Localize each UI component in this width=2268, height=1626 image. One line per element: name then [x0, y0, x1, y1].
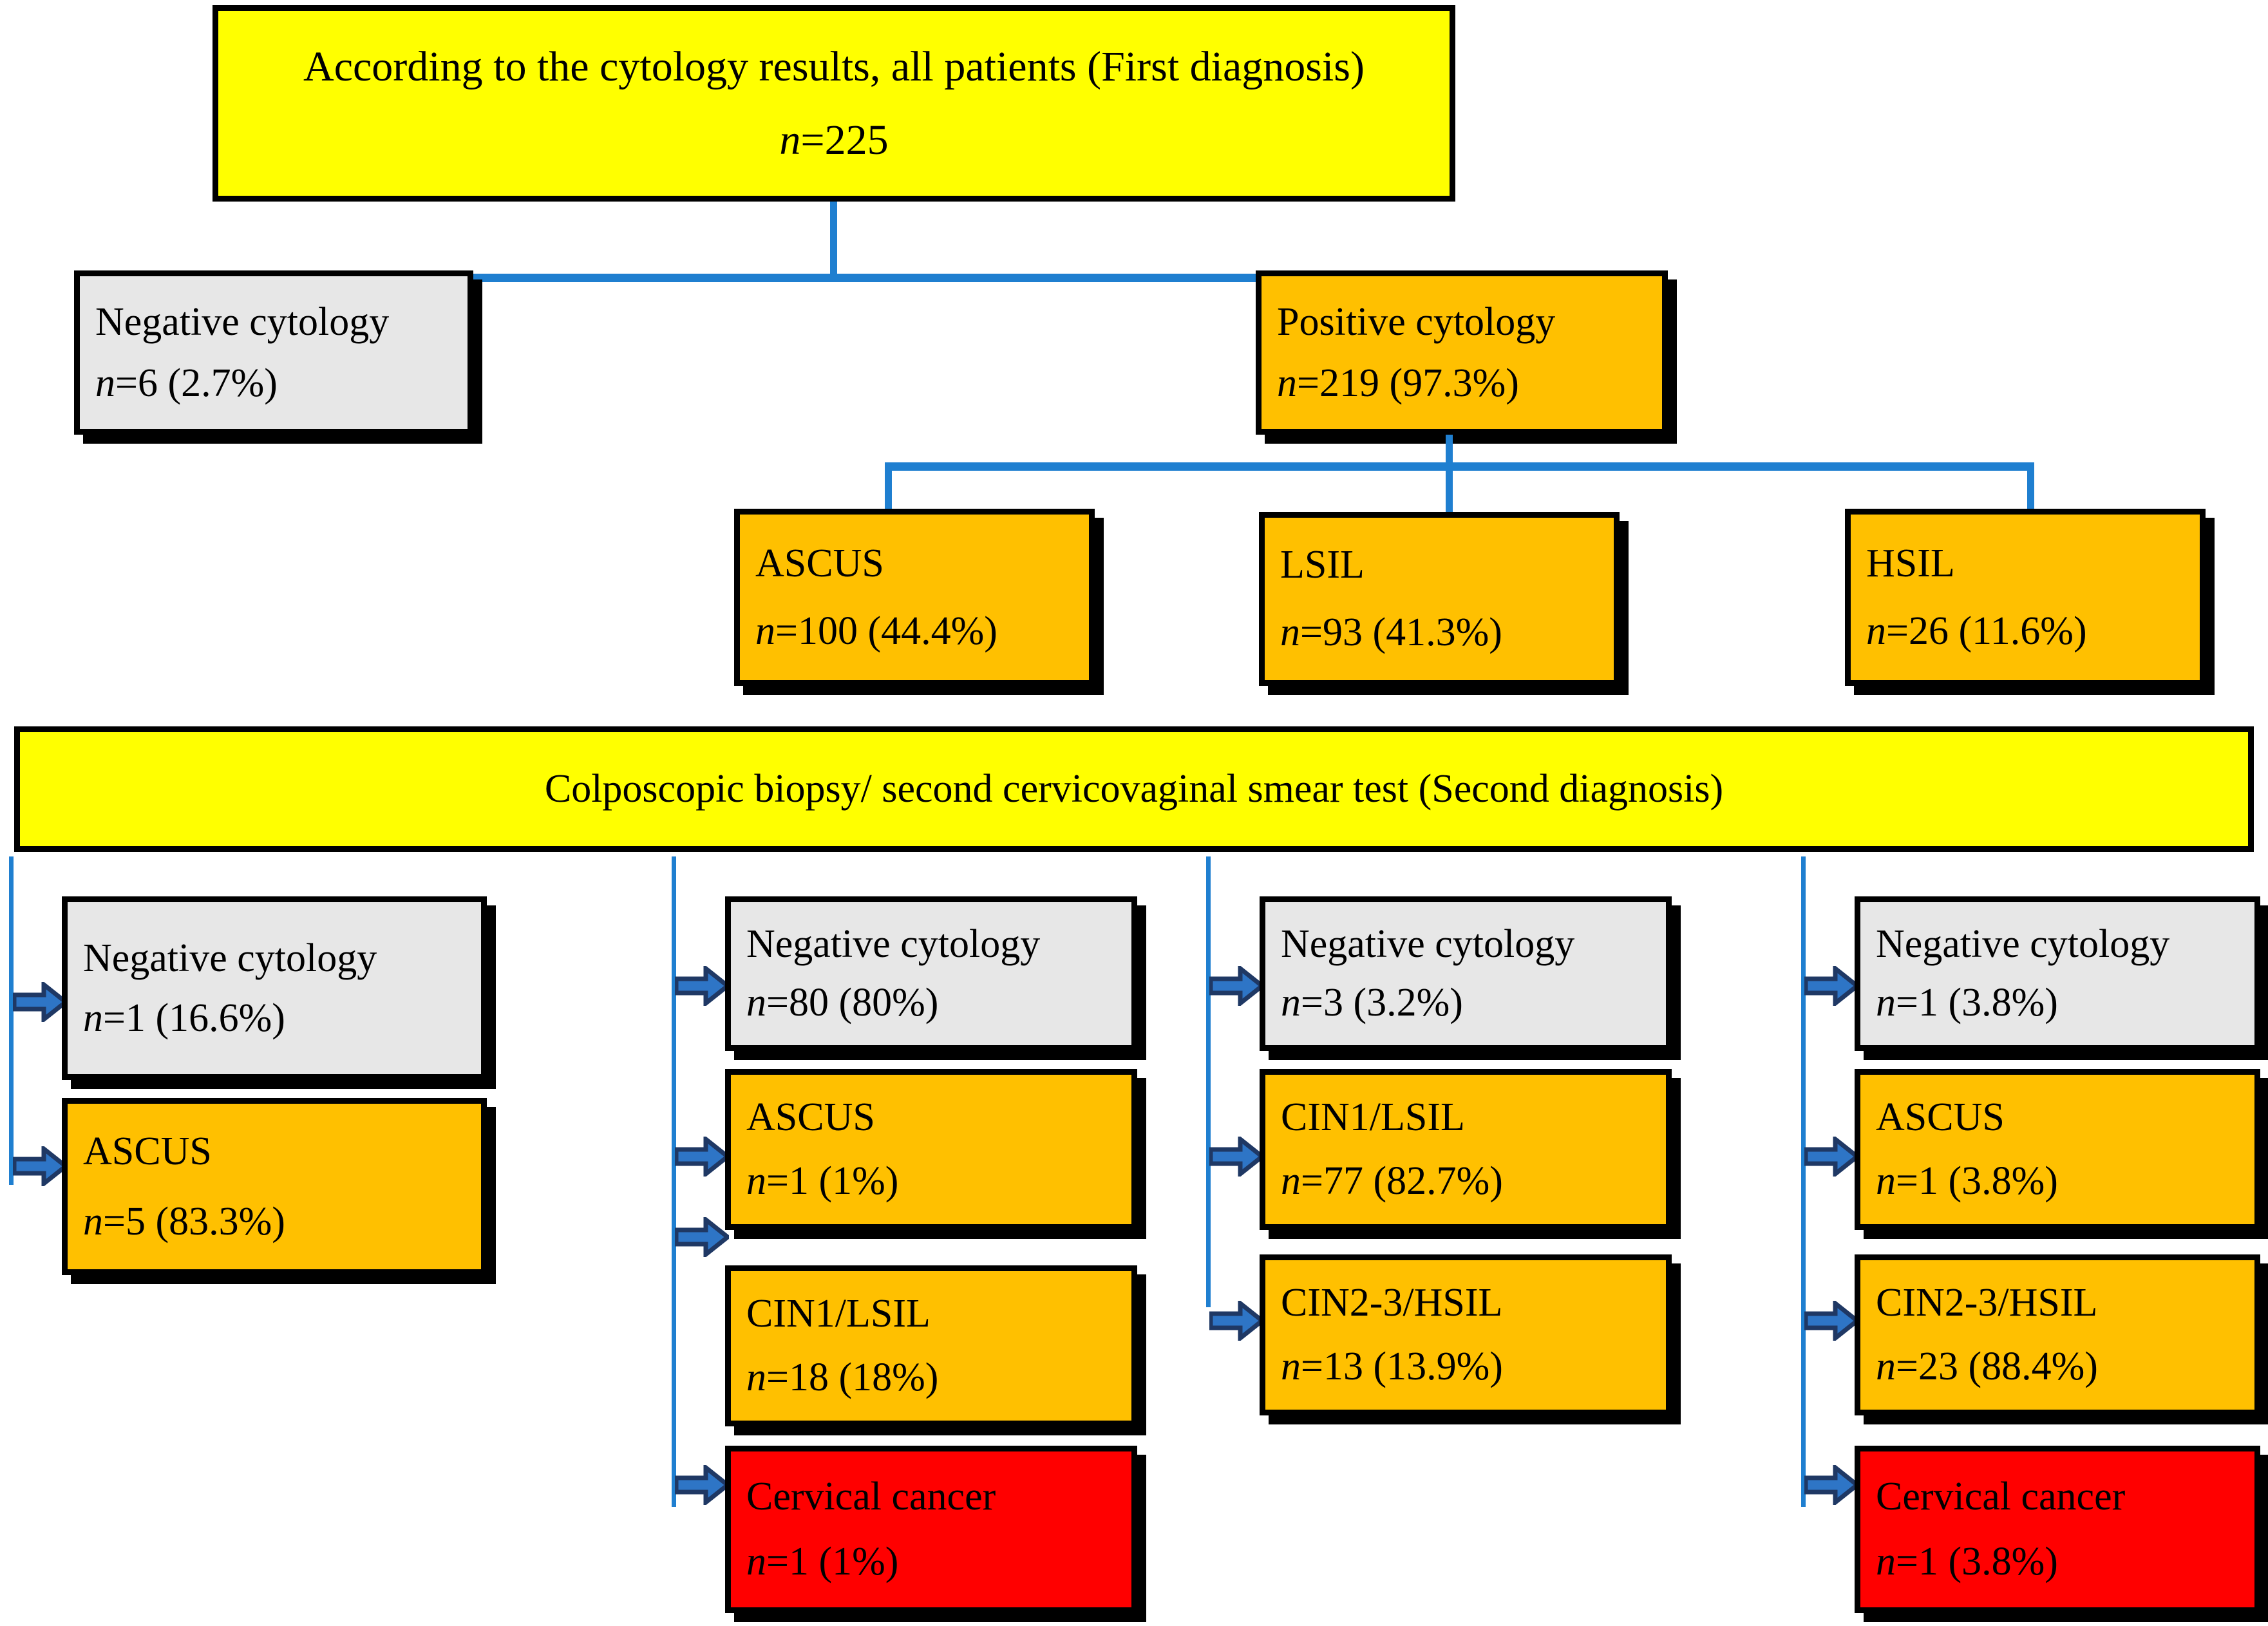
node-c2-negative-cytology[interactable]: Negative cytology n=80 (80%) — [725, 896, 1137, 1051]
arrow-icon-c3-r3 — [1209, 1301, 1263, 1341]
rail-column-4 — [1801, 856, 1806, 1507]
node-count: n=23 (88.4%) — [1876, 1345, 2098, 1388]
second-diagnosis-banner[interactable]: Colposcopic biopsy/ second cervicovagina… — [14, 726, 2254, 852]
arrow-icon-c4-r4 — [1804, 1465, 1858, 1505]
node-c2-cin1-lsil[interactable]: CIN1/LSIL n=18 (18%) — [725, 1265, 1137, 1426]
node-lsil-l3[interactable]: LSIL n=93 (41.3%) — [1259, 512, 1620, 686]
arrow-icon-c1-r1 — [13, 982, 67, 1022]
node-label: ASCUS — [746, 1095, 875, 1140]
node-count: n=1 (1%) — [746, 1540, 899, 1583]
node-label: Positive cytology — [1277, 299, 1556, 344]
node-count: n=77 (82.7%) — [1281, 1159, 1503, 1203]
arrow-icon-c3-r2 — [1209, 1137, 1263, 1177]
rail-column-3 — [1206, 856, 1211, 1307]
node-c1-ascus[interactable]: ASCUS n=5 (83.3%) — [62, 1098, 487, 1275]
node-count: n=3 (3.2%) — [1281, 981, 1463, 1025]
rail-column-2 — [672, 856, 676, 1507]
node-label: ASCUS — [83, 1129, 212, 1173]
node-positive-cytology-l2[interactable]: Positive cytology n=219 (97.3%) — [1256, 270, 1668, 435]
node-c2-ascus[interactable]: ASCUS n=1 (1%) — [725, 1069, 1137, 1230]
arrow-icon-c3-r1 — [1209, 966, 1263, 1006]
node-c3-negative-cytology[interactable]: Negative cytology n=3 (3.2%) — [1260, 896, 1672, 1051]
node-count: n=6 (2.7%) — [95, 361, 278, 405]
arrow-icon-c2-r4 — [675, 1465, 729, 1505]
node-count: n=1 (16.6%) — [83, 996, 285, 1040]
node-c4-negative-cytology[interactable]: Negative cytology n=1 (3.8%) — [1855, 896, 2260, 1051]
node-c2-cervical-cancer[interactable]: Cervical cancer n=1 (1%) — [725, 1446, 1137, 1613]
node-label: CIN2-3/HSIL — [1281, 1281, 1503, 1325]
node-c4-cin2-3-hsil[interactable]: CIN2-3/HSIL n=23 (88.4%) — [1855, 1254, 2260, 1415]
arrow-icon-c4-r3 — [1804, 1301, 1858, 1341]
arrow-icon-c2-r2 — [675, 1137, 729, 1177]
node-count: n=5 (83.3%) — [83, 1199, 285, 1243]
node-count: n=1 (1%) — [746, 1159, 899, 1203]
node-label: Negative cytology — [746, 922, 1041, 967]
node-label: Negative cytology — [95, 299, 390, 344]
node-c1-negative-cytology[interactable]: Negative cytology n=1 (16.6%) — [62, 896, 487, 1080]
second-diagnosis-banner-title: Colposcopic biopsy/ second cervicovagina… — [544, 767, 1724, 811]
node-label: Negative cytology — [83, 936, 377, 980]
connector-level3-bus — [885, 462, 2034, 471]
node-count: n=93 (41.3%) — [1280, 610, 1502, 654]
node-label: CIN2-3/HSIL — [1876, 1281, 2098, 1325]
node-label: ASCUS — [1876, 1095, 2005, 1140]
node-label: CIN1/LSIL — [1281, 1095, 1465, 1140]
node-label: Cervical cancer — [746, 1475, 996, 1519]
node-count: n=26 (11.6%) — [1866, 609, 2087, 653]
node-label: Negative cytology — [1876, 922, 2170, 967]
node-ascus-l3[interactable]: ASCUS n=100 (44.4%) — [734, 509, 1095, 686]
arrow-icon-c2-r3 — [675, 1217, 729, 1257]
connector-to-hsil — [2027, 462, 2034, 519]
node-c4-ascus[interactable]: ASCUS n=1 (3.8%) — [1855, 1069, 2260, 1230]
node-label: CIN1/LSIL — [746, 1292, 931, 1336]
connector-to-ascus — [885, 462, 892, 519]
rail-column-1 — [9, 856, 14, 1185]
node-label: Cervical cancer — [1876, 1475, 2126, 1519]
node-c4-cervical-cancer[interactable]: Cervical cancer n=1 (3.8%) — [1855, 1446, 2260, 1613]
arrow-icon-c4-r2 — [1804, 1137, 1858, 1177]
root-node-title: According to the cytology results, all p… — [303, 43, 1365, 90]
node-count: n=100 (44.4%) — [755, 609, 997, 653]
node-c3-cin1-lsil[interactable]: CIN1/LSIL n=77 (82.7%) — [1260, 1069, 1672, 1230]
arrow-icon-c4-r1 — [1804, 966, 1858, 1006]
node-c3-cin2-3-hsil[interactable]: CIN2-3/HSIL n=13 (13.9%) — [1260, 1254, 1672, 1415]
node-label: LSIL — [1280, 543, 1365, 587]
node-count: n=219 (97.3%) — [1277, 361, 1519, 405]
arrow-icon-c1-r2 — [13, 1146, 67, 1186]
root-node-count: n=225 — [779, 116, 889, 164]
node-label: Negative cytology — [1281, 922, 1575, 967]
node-count: n=1 (3.8%) — [1876, 1159, 2058, 1203]
node-count: n=1 (3.8%) — [1876, 1540, 2058, 1583]
connector-level2-bus — [272, 274, 1507, 282]
node-label: HSIL — [1866, 541, 1955, 585]
node-count: n=80 (80%) — [746, 981, 939, 1025]
node-label: ASCUS — [755, 541, 884, 585]
connector-to-lsil — [1446, 462, 1453, 538]
node-count: n=13 (13.9%) — [1281, 1345, 1503, 1388]
node-negative-cytology-l2[interactable]: Negative cytology n=6 (2.7%) — [74, 270, 473, 435]
node-hsil-l3[interactable]: HSIL n=26 (11.6%) — [1845, 509, 2206, 686]
node-count: n=1 (3.8%) — [1876, 981, 2058, 1025]
arrow-icon-c2-r1 — [675, 966, 729, 1006]
root-node-all-patients[interactable]: According to the cytology results, all p… — [213, 5, 1455, 202]
connector-root-stem — [830, 202, 837, 279]
node-count: n=18 (18%) — [746, 1356, 939, 1399]
